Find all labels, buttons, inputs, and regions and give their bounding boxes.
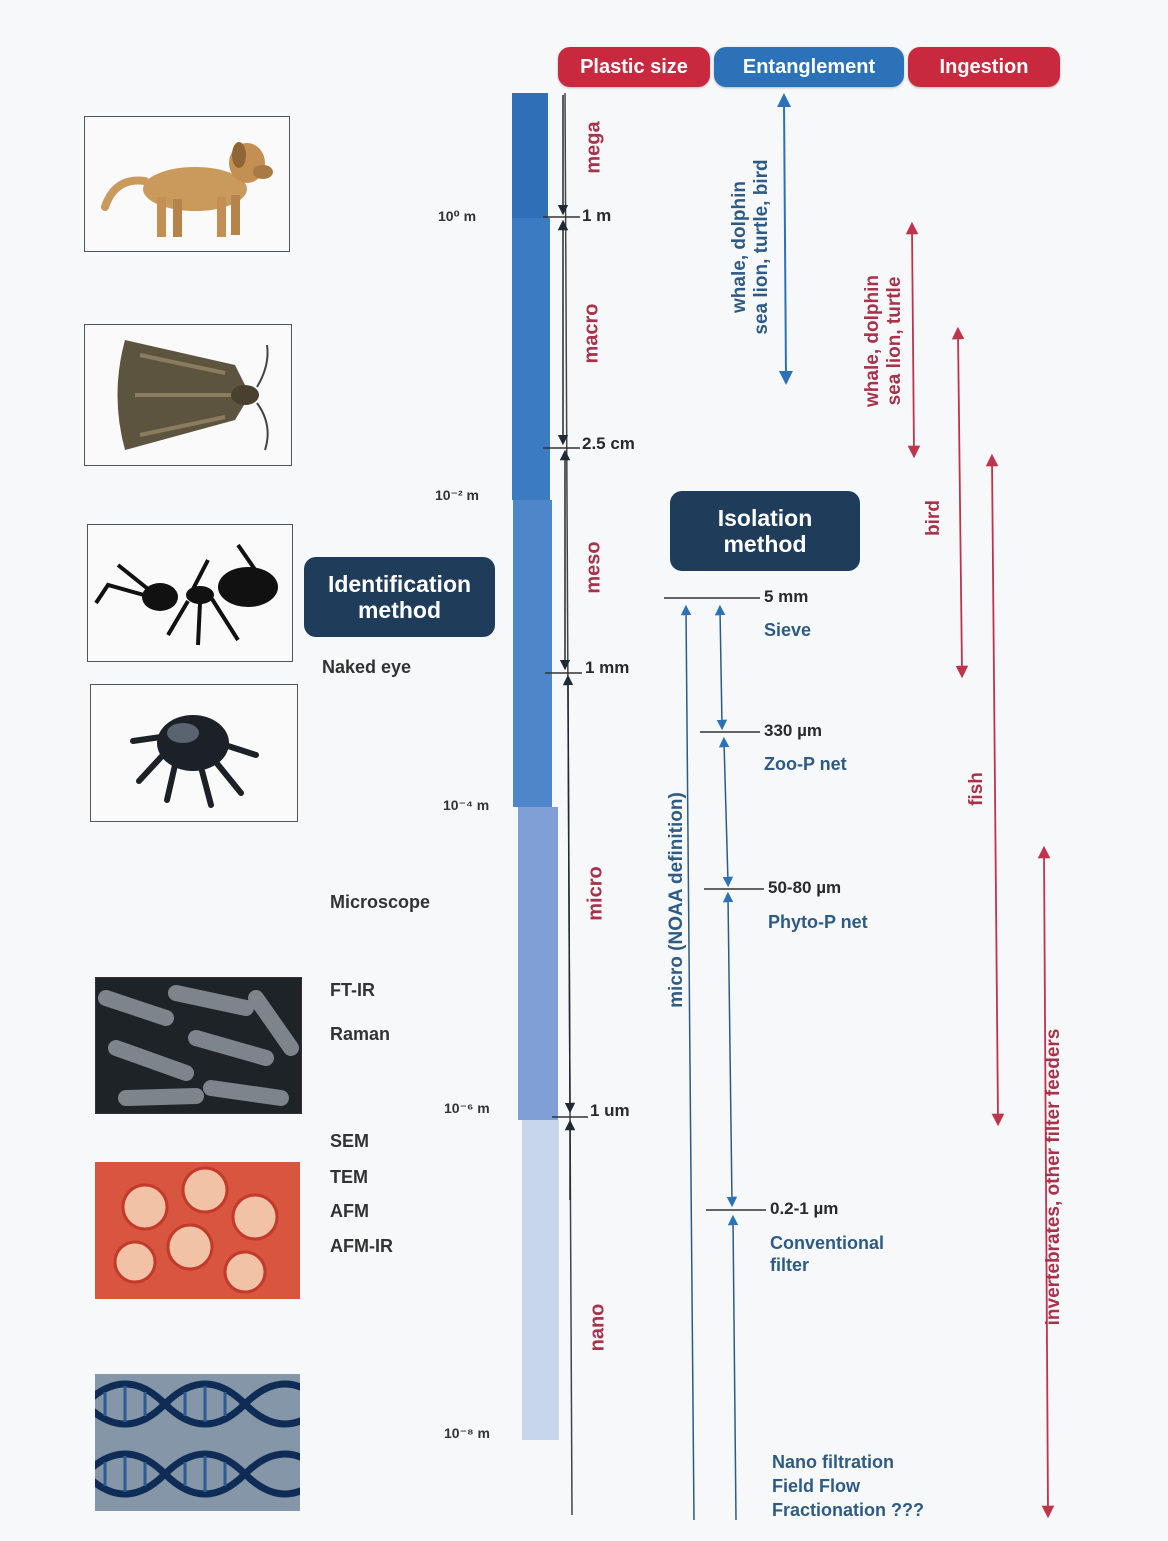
isolation-method-nano: Nano filtration Field Flow Fractionation…: [772, 1450, 924, 1522]
boundary-2-5cm: 2.5 cm: [582, 434, 635, 454]
ingestion-fish-label: fish: [966, 764, 990, 814]
category-macro: macro: [581, 302, 604, 366]
size-scale-bar: [512, 93, 559, 1440]
isolation-size-330um: 330 µm: [764, 721, 822, 741]
boundary-1m: 1 m: [582, 206, 611, 226]
isolation-method-phyto-p-net: Phyto-P net: [768, 911, 868, 933]
boundary-1mm: 1 mm: [585, 658, 629, 678]
isolation-size-5mm: 5 mm: [764, 587, 808, 607]
ingestion-invertebrates-label: invertebrates, other filter feeders: [1043, 997, 1067, 1357]
isolation-size-0-2-1um: 0.2-1 µm: [770, 1199, 838, 1219]
category-micro: micro: [585, 864, 608, 924]
category-meso: meso: [583, 540, 606, 596]
ingestion-bird-label: bird: [923, 493, 947, 543]
boundary-1um: 1 um: [590, 1101, 630, 1121]
isolation-method-sieve: Sieve: [764, 619, 811, 641]
isolation-method-box: Isolation method: [670, 491, 860, 571]
category-nano: nano: [587, 1300, 610, 1356]
category-mega: mega: [583, 118, 606, 178]
noaa-micro-label: micro (NOAA definition): [666, 772, 690, 1028]
isolation-method-conventional-filter: Conventional filter: [770, 1232, 884, 1276]
isolation-size-50-80um: 50-80 µm: [768, 878, 841, 898]
isolation-method-zoo-p-net: Zoo-P net: [764, 753, 847, 775]
entanglement-organisms-label: whale, dolphin sea lion, turtle, bird: [729, 127, 777, 367]
ingestion-whale-label: whale, dolphin sea lion, turtle: [862, 246, 910, 436]
